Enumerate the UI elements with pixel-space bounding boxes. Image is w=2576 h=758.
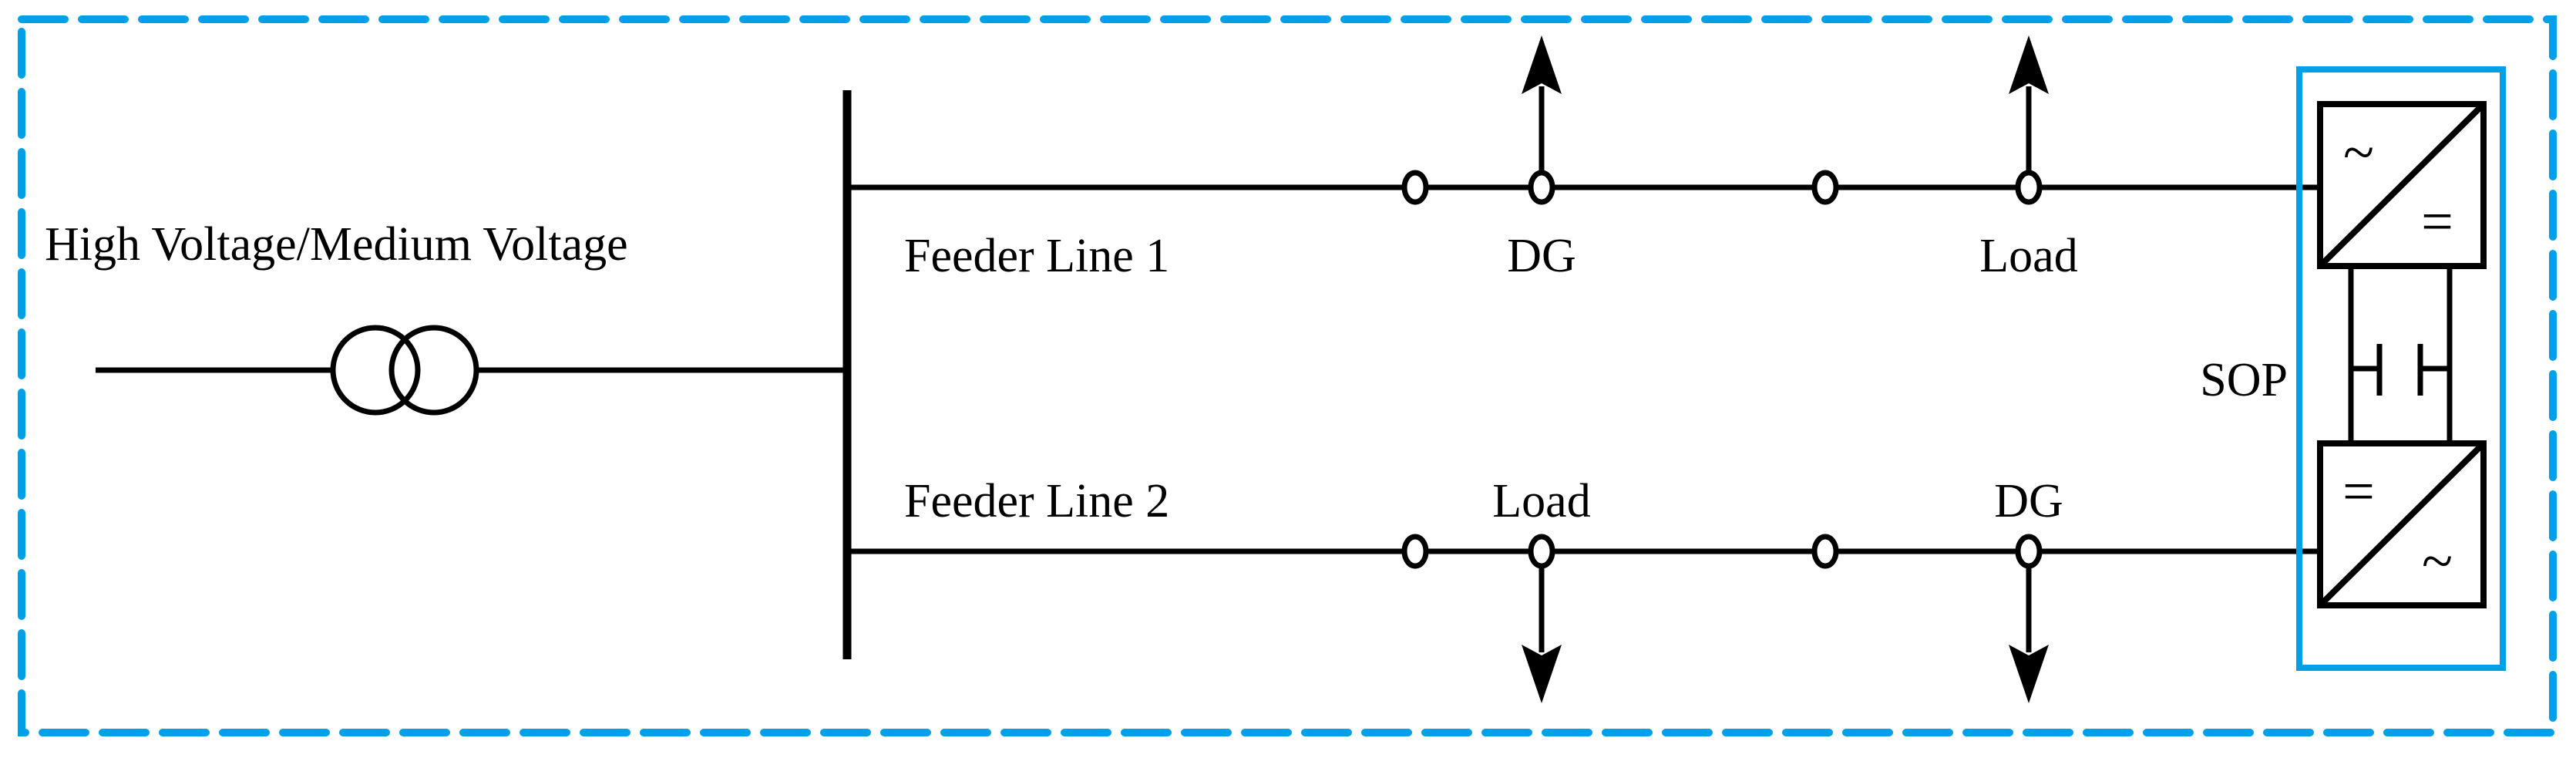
feeder-2-switch-node-3[interactable] <box>1811 534 1839 569</box>
converter-bottom-ac-symbol: ~ <box>2422 530 2453 593</box>
feeder-1-switch-node-1[interactable] <box>1401 170 1429 205</box>
source-label: High Voltage/Medium Voltage <box>45 218 628 271</box>
feeder-1-dg-label: DG <box>1507 230 1576 282</box>
feeder-2-load-label: Load <box>1492 475 1590 527</box>
feeder-1-load-arrow-icon <box>2009 35 2049 94</box>
feeder-2-load-arrow-icon <box>1522 645 1562 703</box>
feeder-2-switch-node-4[interactable] <box>2015 534 2043 569</box>
transformer-secondary-winding <box>388 325 479 416</box>
feeder-1-switch-node-3[interactable] <box>1811 170 1839 205</box>
feeder-1-load-label: Load <box>1979 230 2077 282</box>
feeder-2-label: Feeder Line 2 <box>904 475 1169 527</box>
feeder-1-dg-arrow-icon <box>1522 35 1562 94</box>
converter-top-dc-symbol: = <box>2421 190 2453 254</box>
feeder-1-label: Feeder Line 1 <box>904 230 1169 282</box>
converter-top-diagonal <box>2321 105 2483 265</box>
sop-enclosure <box>2296 66 2506 671</box>
transformer-primary-winding <box>330 325 421 416</box>
feeder-2-switch-node-1[interactable] <box>1401 534 1429 569</box>
converter-bottom-diagonal <box>2321 444 2483 605</box>
feeder-2-dg-label: DG <box>1994 475 2063 527</box>
feeder-2-switch-node-2[interactable] <box>1528 534 1555 569</box>
distribution-zone-boundary <box>18 15 2557 736</box>
converter-bottom-dc-symbol: = <box>2342 460 2375 524</box>
sop-label: SOP <box>2200 354 2288 406</box>
feeder-1-switch-node-2[interactable] <box>1528 170 1555 205</box>
feeder-2-dg-arrow-icon <box>2009 645 2049 703</box>
converter-top-ac-symbol: ~ <box>2343 121 2374 184</box>
feeder-1-switch-node-4[interactable] <box>2015 170 2043 205</box>
